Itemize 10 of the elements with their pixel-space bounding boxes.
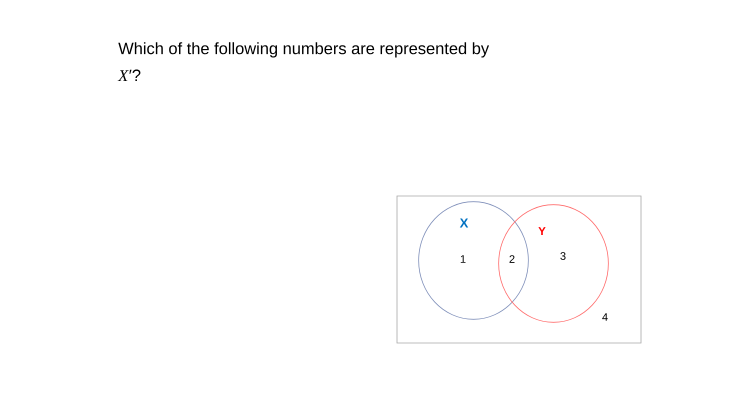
question-text: Which of the following numbers are represented by X′? <box>118 42 490 82</box>
set-label: X <box>460 218 468 228</box>
universal-set-rectangle <box>396 196 642 344</box>
set-label: Y <box>538 227 546 235</box>
set-circle <box>418 201 529 320</box>
region-number: 1 <box>460 255 466 263</box>
region-number: 3 <box>560 252 566 260</box>
region-number: 4 <box>602 313 608 321</box>
set-circle <box>498 204 609 323</box>
region-number: 2 <box>510 255 514 263</box>
